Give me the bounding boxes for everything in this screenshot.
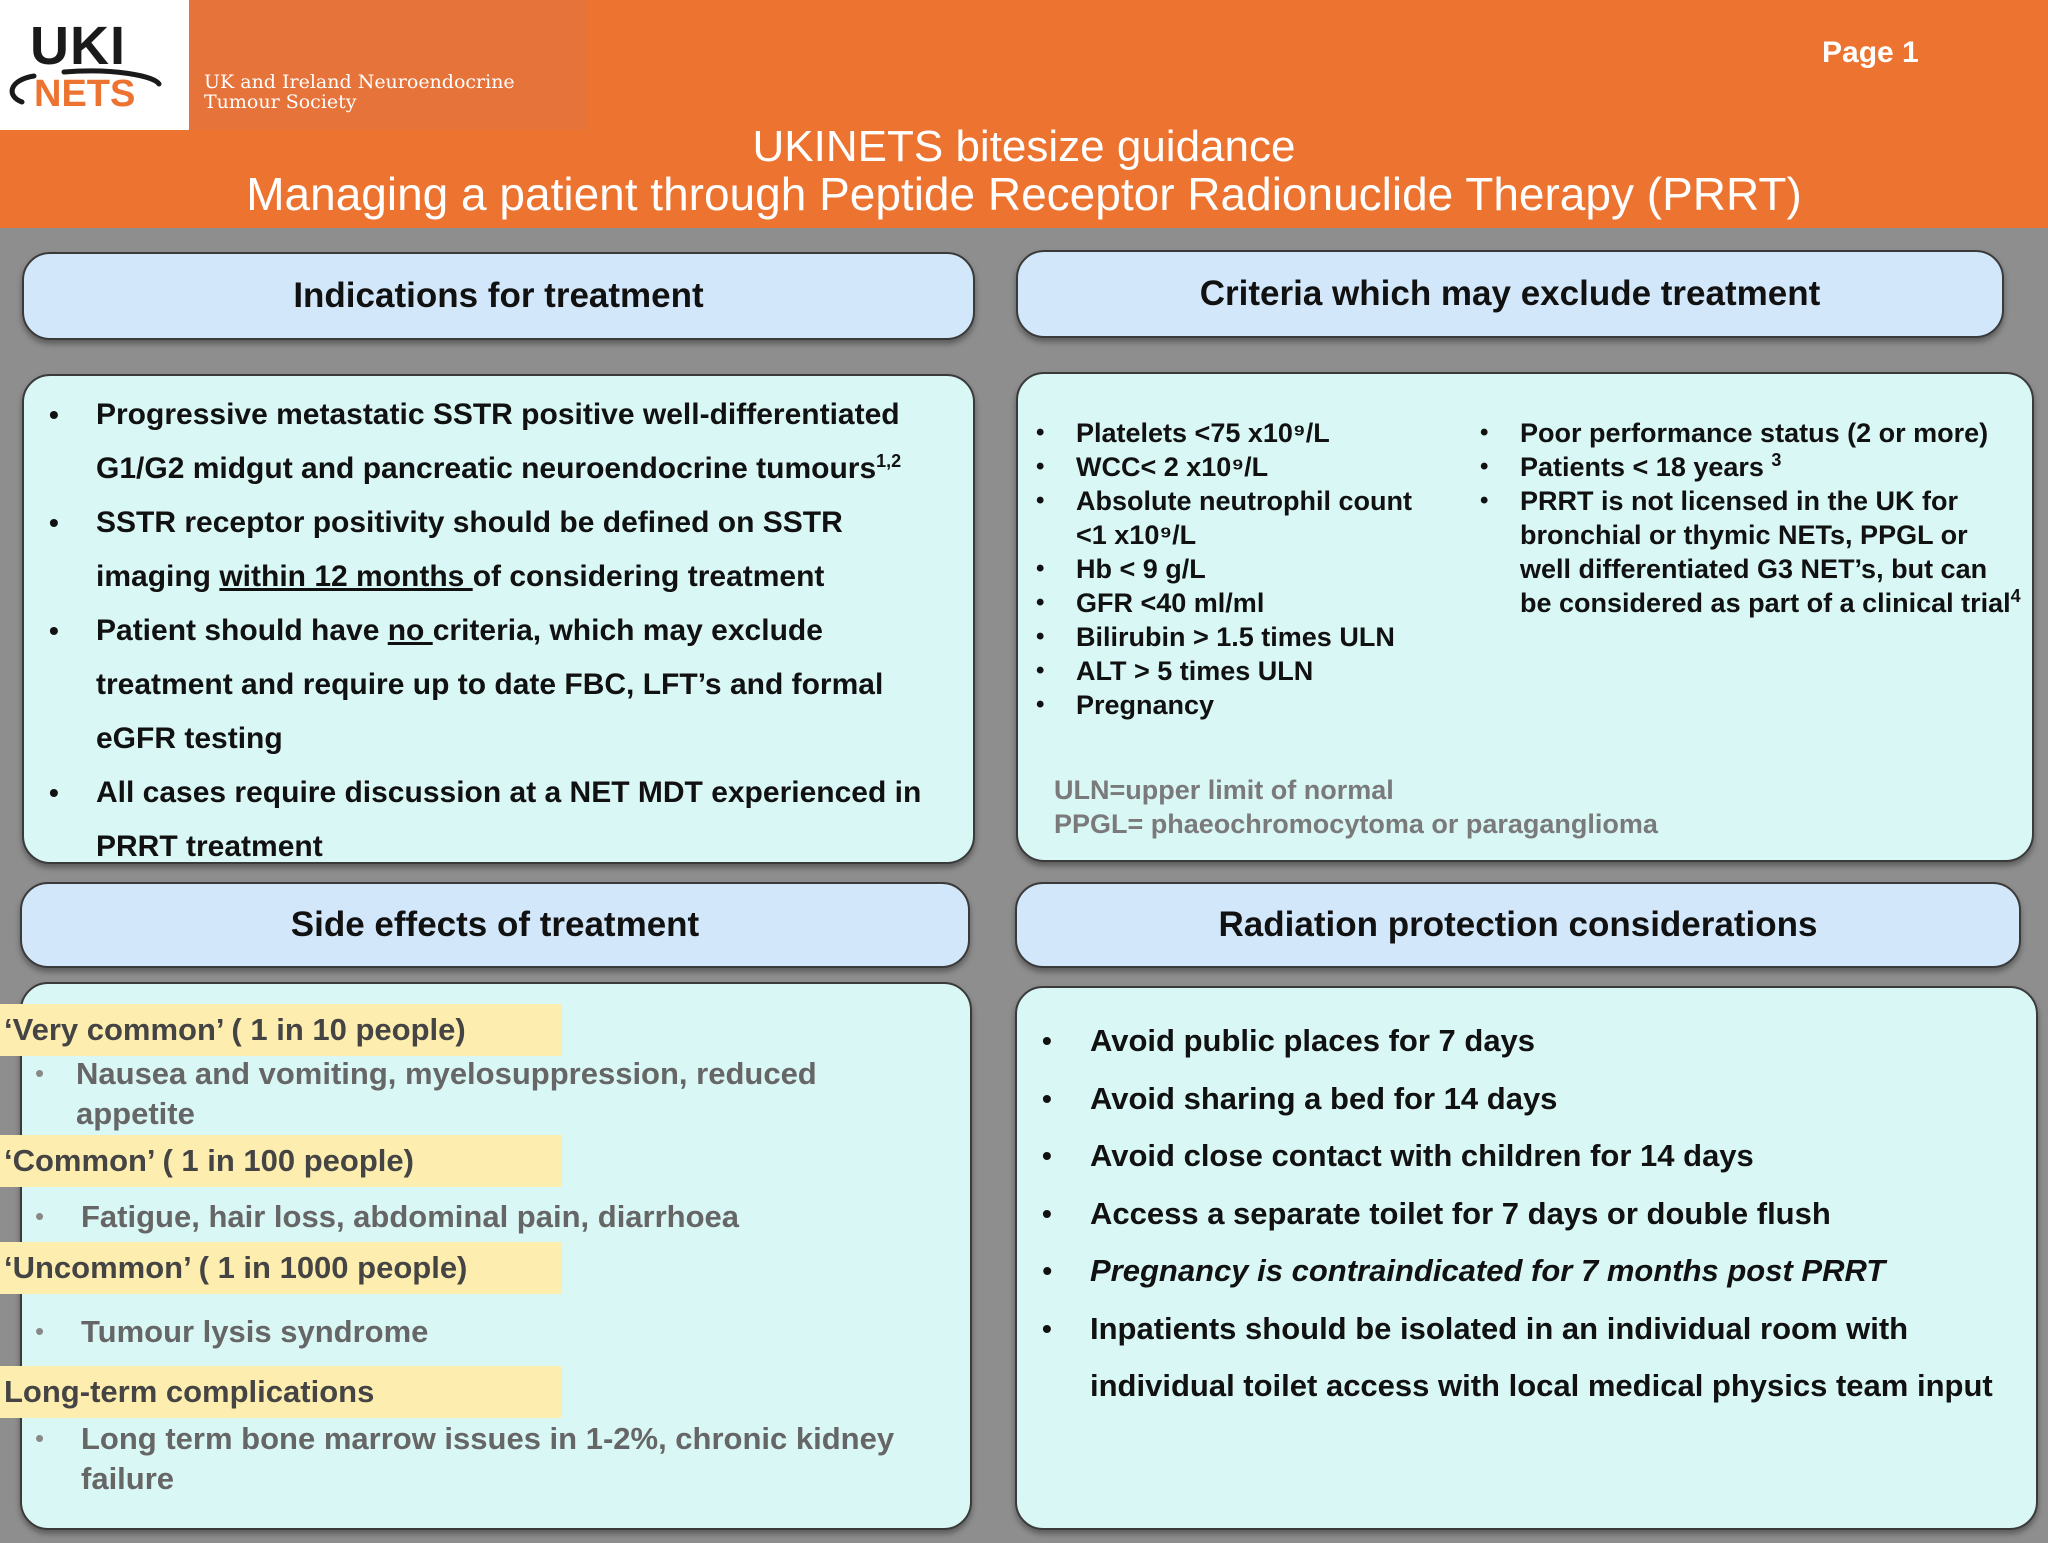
list-item: Patient should have no criteria, which m… (39, 604, 949, 766)
indications-heading: Indications for treatment (22, 252, 975, 340)
society-name-box: UK and Ireland Neuroendocrine Tumour Soc… (189, 0, 587, 130)
common-effects: Fatigue, hair loss, abdominal pain, diar… (81, 1199, 740, 1234)
list-item: Pregnancy (1030, 688, 1450, 722)
list-item: Avoid public places for 7 days (1027, 1012, 2027, 1070)
radiation-panel: Avoid public places for 7 days Avoid sha… (1015, 986, 2038, 1530)
list-item: Inpatients should be isolated in an indi… (1027, 1300, 2027, 1415)
criteria-panel: Platelets <75 x10⁹/L WCC< 2 x10⁹/L Absol… (1016, 372, 2034, 862)
ukinets-logo: UKI NETS (0, 0, 189, 130)
page-subtitle: Managing a patient through Peptide Recep… (246, 168, 1802, 220)
list-item: SSTR receptor positivity should be defin… (39, 496, 949, 604)
long-term-label: Long-term complications (0, 1366, 562, 1418)
page-number: Page 1 (1822, 36, 1919, 69)
very-common-effects: Nausea and vomiting, myelosuppression, r… (76, 1056, 817, 1131)
bullet: • (35, 1201, 45, 1231)
very-common-label: ‘Very common’ ( 1 in 10 people) (0, 1004, 562, 1056)
bullet: • (35, 1423, 45, 1453)
header-banner: UKI NETS UK and Ireland Neuroendocrine T… (0, 0, 2048, 228)
bullet: • (35, 1058, 45, 1088)
list-item: WCC< 2 x10⁹/L (1030, 450, 1450, 484)
list-item: Absolute neutrophil count <1 x10⁹/L (1030, 484, 1450, 552)
list-item: GFR <40 ml/ml (1030, 586, 1450, 620)
criteria-right-list: Poor performance status (2 or more) Pati… (1474, 416, 2022, 620)
list-item: Pregnancy is contraindicated for 7 month… (1027, 1242, 2027, 1300)
society-name: UK and Ireland Neuroendocrine Tumour Soc… (204, 71, 515, 113)
list-item: ALT > 5 times ULN (1030, 654, 1450, 688)
ppgl-note: PPGL= phaeochromocytoma or paraganglioma (1054, 809, 1658, 839)
list-item: All cases require discussion at a NET MD… (39, 766, 949, 874)
list-item: Platelets <75 x10⁹/L (1030, 416, 1450, 450)
list-item: Poor performance status (2 or more) (1474, 416, 2022, 450)
long-term-effects: Long term bone marrow issues in 1-2%, ch… (81, 1421, 895, 1496)
list-item: Access a separate toilet for 7 days or d… (1027, 1185, 2027, 1243)
common-label: ‘Common’ ( 1 in 100 people) (0, 1135, 562, 1187)
indications-list: Progressive metastatic SSTR positive wel… (39, 388, 949, 874)
criteria-heading: Criteria which may exclude treatment (1016, 250, 2004, 338)
list-item: Avoid sharing a bed for 14 days (1027, 1070, 2027, 1128)
uln-note: ULN=upper limit of normal (1054, 775, 1394, 805)
list-item: Patients < 18 years 3 (1474, 450, 2022, 484)
list-item: Bilirubin > 1.5 times ULN (1030, 620, 1450, 654)
list-item: Hb < 9 g/L (1030, 552, 1450, 586)
side-effects-heading: Side effects of treatment (20, 882, 970, 968)
logo-swoosh-icon (9, 68, 162, 105)
uncommon-effects: Tumour lysis syndrome (81, 1314, 429, 1349)
list-item: Progressive metastatic SSTR positive wel… (39, 388, 949, 496)
bullet: • (35, 1316, 45, 1346)
uncommon-label: ‘Uncommon’ ( 1 in 1000 people) (0, 1242, 562, 1294)
logo-nets-text: NETS (34, 73, 136, 115)
criteria-left-list: Platelets <75 x10⁹/L WCC< 2 x10⁹/L Absol… (1030, 416, 1450, 722)
indications-panel: Progressive metastatic SSTR positive wel… (22, 374, 975, 864)
list-item: Avoid close contact with children for 14… (1027, 1127, 2027, 1185)
page-title: UKINETS bitesize guidance (752, 122, 1296, 171)
logo-uki-text: UKI (30, 16, 126, 76)
radiation-list: Avoid public places for 7 days Avoid sha… (1027, 1012, 2027, 1415)
list-item: PRRT is not licensed in the UK for bronc… (1474, 484, 2022, 620)
radiation-heading: Radiation protection considerations (1015, 882, 2021, 968)
